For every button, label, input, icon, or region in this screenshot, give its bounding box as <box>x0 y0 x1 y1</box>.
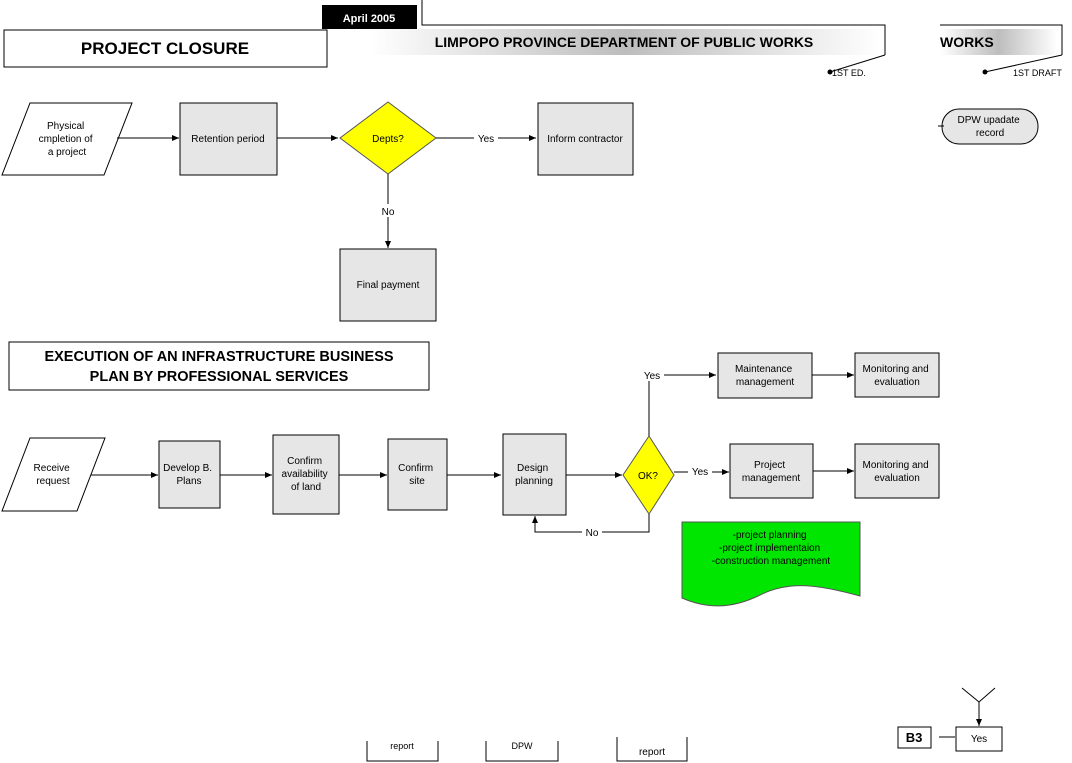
design-planning-label: Design planning <box>515 463 553 487</box>
retention-period-label: Retention period <box>191 134 264 145</box>
develop-plans-box[interactable] <box>158 440 221 509</box>
section-execution: EXECUTION OF AN INFRASTRUCTURE BUSINESS … <box>1 341 940 607</box>
inform-contractor-box[interactable] <box>537 102 634 176</box>
depts-yes-label: Yes <box>478 134 494 145</box>
section2-title-line1: EXECUTION OF AN INFRASTRUCTURE BUSINESS <box>44 349 393 365</box>
yes-right-bg <box>688 465 712 478</box>
confirm-land-label: Confirm availability of land <box>282 456 331 493</box>
section2-title-box <box>8 341 430 391</box>
maintenance-management-label: Maintenance management <box>735 364 795 388</box>
clip-mask-3 <box>616 715 688 737</box>
dept-banner-partial <box>940 29 1057 55</box>
maintenance-management-box[interactable] <box>717 352 813 399</box>
edition-leader <box>829 54 886 73</box>
draft-dot <box>982 69 988 75</box>
clipped-label-1: report <box>390 741 414 751</box>
monitoring-evaluation-mid-box[interactable] <box>854 443 940 499</box>
header-border-line <box>421 0 886 55</box>
dept-banner <box>370 29 880 55</box>
dept-title: LIMPOPO PROVINCE DEPARTMENT OF PUBLIC WO… <box>435 34 814 50</box>
yes-label-bg <box>474 131 498 144</box>
clipped-label-2: DPW <box>512 741 534 751</box>
depts-no-label: No <box>382 207 395 218</box>
section1-title-box <box>3 29 328 68</box>
receive-request-label: Receive request <box>34 463 73 487</box>
clip-mask-2 <box>485 720 559 741</box>
monitoring-evaluation-top-box[interactable] <box>854 352 940 398</box>
start-physical-completion[interactable] <box>1 102 133 176</box>
yes-top-bg <box>640 368 664 381</box>
no-loop-bg <box>582 525 602 538</box>
arrow-ok-yes-top <box>648 372 716 436</box>
confirm-land-box[interactable] <box>272 434 340 515</box>
merge-lines <box>961 687 996 703</box>
ok-yes-top-label: Yes <box>644 371 660 382</box>
project-management-box[interactable] <box>729 443 814 499</box>
draft-label: 1ST DRAFT <box>1013 68 1062 78</box>
dept-title-partial: WORKS <box>940 34 994 50</box>
final-payment-label: Final payment <box>357 280 420 291</box>
design-planning-box[interactable] <box>502 433 567 516</box>
footer: report DPW report B3 Yes <box>366 687 1003 762</box>
inform-contractor-label: Inform contractor <box>547 134 623 145</box>
confirm-site-box[interactable] <box>387 438 448 511</box>
clipped-label-3: report <box>639 747 665 758</box>
deliverables-document[interactable] <box>681 521 861 607</box>
header: April 2005 LIMPOPO PROVINCE DEPARTMENT O… <box>322 0 1063 78</box>
deliverables-document-text: -project planning -project implementaion… <box>712 530 831 567</box>
date-badge <box>322 5 417 29</box>
start-physical-completion-label: Physical cmpletion of a project <box>39 121 96 158</box>
no-label-bg <box>378 204 398 217</box>
b3-label: B3 <box>906 730 923 745</box>
depts-decision-label: Depts? <box>372 134 404 145</box>
ok-decision-label: OK? <box>638 471 658 482</box>
section2-title-line2: PLAN BY PROFESSIONAL SERVICES <box>90 369 349 385</box>
monitoring-evaluation-top-label: Monitoring and evaluation <box>863 364 932 388</box>
date-label: April 2005 <box>343 13 396 25</box>
project-management-label: Project management <box>742 460 801 484</box>
section-project-closure: PROJECT CLOSURE Physical cmpletion of a … <box>1 29 1039 322</box>
section1-title: PROJECT CLOSURE <box>81 39 249 58</box>
yes-footer-box[interactable] <box>955 726 1003 752</box>
draft-leader <box>984 54 1063 73</box>
edition-label: 1ST ED. <box>832 68 866 78</box>
header-border-line-right <box>940 24 1063 55</box>
retention-period-box[interactable] <box>179 102 278 176</box>
b3-connector[interactable] <box>897 726 932 749</box>
develop-plans-label: Develop B. Plans <box>163 463 215 487</box>
receive-request-input[interactable] <box>1 437 106 512</box>
ok-yes-right-label: Yes <box>692 467 708 478</box>
yes-footer-label: Yes <box>971 734 987 745</box>
edition-dot <box>827 69 833 75</box>
confirm-site-label: Confirm site <box>398 463 436 487</box>
monitoring-evaluation-mid-label: Monitoring and evaluation <box>863 460 932 484</box>
clip-mask-1 <box>366 720 439 741</box>
dpw-update-record-label: DPW upadate record <box>957 115 1022 139</box>
ok-no-label: No <box>586 528 599 539</box>
final-payment-box[interactable] <box>339 248 437 322</box>
